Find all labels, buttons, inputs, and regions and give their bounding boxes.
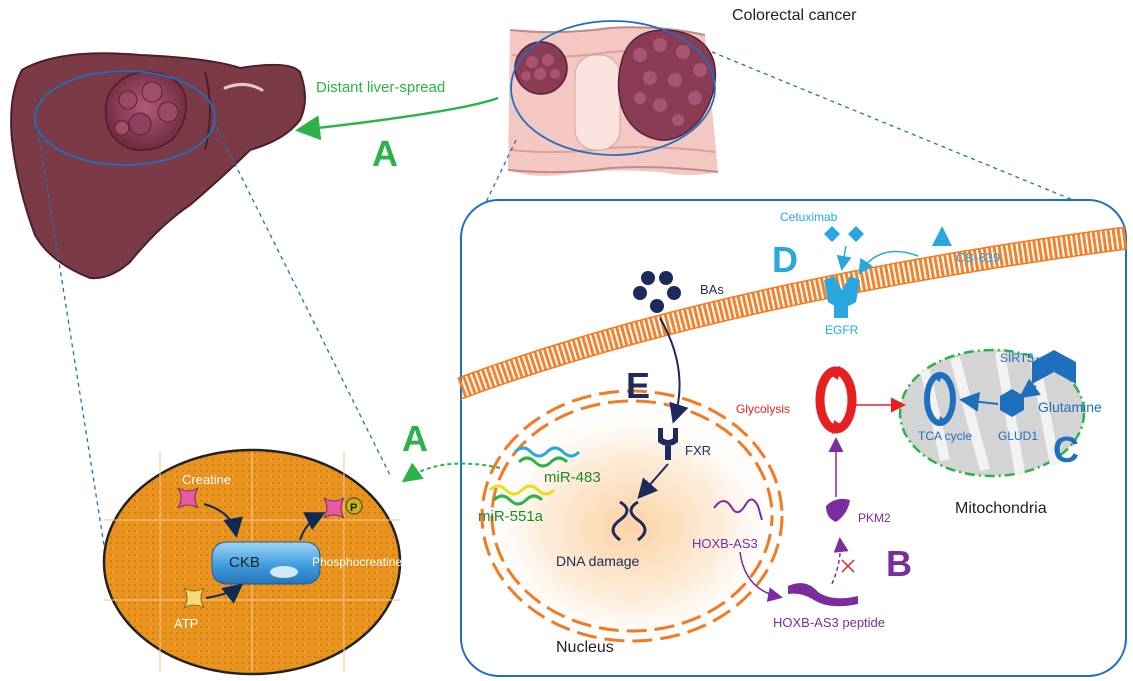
atp-label: ATP (174, 616, 198, 631)
section-a-mid-label: A (402, 418, 428, 459)
glycolysis-cycle-icon (815, 366, 857, 434)
cetuximab-arrow (836, 245, 852, 271)
distant-liver-spread-label: Distant liver-spread (316, 79, 445, 96)
fxr-to-dna-arrow (637, 463, 669, 500)
section-c-label: C (1053, 429, 1079, 470)
ckb-enzyme-icon (211, 541, 321, 585)
liver-tumor (104, 71, 187, 151)
cetuximab-icon-2 (848, 226, 864, 242)
bas-icon (633, 271, 681, 313)
pkm2-icon (826, 498, 850, 522)
large-tumor (617, 29, 717, 141)
mir-483-strand-2 (517, 456, 569, 468)
phosphocreatine-icon (323, 497, 345, 519)
section-e-label: E (626, 365, 650, 406)
cb839-label: CB-839 (956, 250, 1000, 265)
fxr-label: FXR (685, 443, 711, 458)
section-b-label: B (886, 543, 912, 584)
tca-cycle-label: TCA cycle (918, 429, 972, 443)
creatine-to-ckb-arrow (203, 503, 243, 538)
hoxb-as3-peptide-label: HOXB-AS3 peptide (773, 615, 885, 630)
egfr-icon (824, 276, 860, 318)
phosphate-label: P (350, 502, 357, 514)
zoom-lines (37, 51, 1086, 546)
phosphate-icon (345, 497, 363, 515)
tca-cycle-icon (924, 372, 956, 426)
fxr-icon (658, 428, 678, 460)
atp-to-ckb-arrow (205, 583, 244, 604)
dna-damage-label: DNA damage (556, 553, 639, 569)
bas-to-fxr-arrow (659, 317, 689, 424)
glud1-label: GLUD1 (998, 429, 1038, 443)
ckb-to-phosphocreatine-arrow (299, 512, 326, 541)
inhibition-cross-icon (841, 559, 855, 573)
small-polyp (514, 41, 568, 95)
liver-zoom-ring (34, 70, 216, 166)
cetuximab-label: Cetuximab (780, 210, 838, 224)
phosphocreatine-label: Phosphocreatine (312, 555, 402, 569)
mir-551a-label: miR-551a (478, 508, 544, 525)
hoxb-as3-label: HOXB-AS3 (692, 536, 758, 551)
atp-icon (183, 587, 205, 609)
sirt5-label: SIRT5 (1000, 351, 1034, 365)
section-d-label: D (772, 239, 798, 280)
colorectal-cancer-label: Colorectal cancer (732, 7, 857, 24)
creatine-label: Creatine (182, 472, 231, 487)
mir-483-label: miR-483 (544, 469, 601, 486)
liver-spread-arrow (295, 96, 499, 141)
bas-label: BAs (700, 282, 724, 297)
sirt5-icon (1032, 350, 1076, 384)
hoxb-as3-peptide-icon (788, 583, 858, 607)
pkm2-label: PKM2 (858, 511, 891, 525)
ckb-label: CKB (229, 554, 260, 571)
cb839-arrow (858, 250, 919, 275)
mir-483-strand (513, 446, 581, 458)
cb839-icon (932, 226, 952, 246)
mir-551a-strand (488, 484, 556, 496)
nucleus-label: Nucleus (556, 639, 614, 656)
egfr-label: EGFR (825, 323, 859, 337)
cetuximab-icon-1 (824, 226, 840, 242)
peptide-inhibition-arrow (831, 537, 849, 585)
dna-icon (611, 500, 647, 542)
hoxb-as3-strand (713, 498, 763, 521)
colorectal-illustration (507, 20, 719, 176)
mitochondria-label: Mitochondria (955, 500, 1047, 517)
mitochondria: TCA cycle SIRT5 GLUD1 Glutamine C (898, 348, 1102, 478)
mir-551a-strand-2 (492, 494, 544, 506)
cell-membrane (457, 226, 1128, 400)
liver-cell-zoom: Creatine CKB ATP P Phosphocreatine (102, 448, 402, 676)
liver-illustration (10, 52, 306, 280)
hoxb-as3-to-peptide-arrow (739, 551, 783, 602)
glud1-icon (1000, 389, 1024, 417)
glutamine-label: Glutamine (1038, 399, 1102, 415)
colorectal-zoom-ring (510, 20, 716, 156)
creatine-icon (177, 487, 199, 509)
section-a-top-label: A (372, 133, 398, 174)
glycolysis-label: Glycolysis (736, 402, 790, 416)
